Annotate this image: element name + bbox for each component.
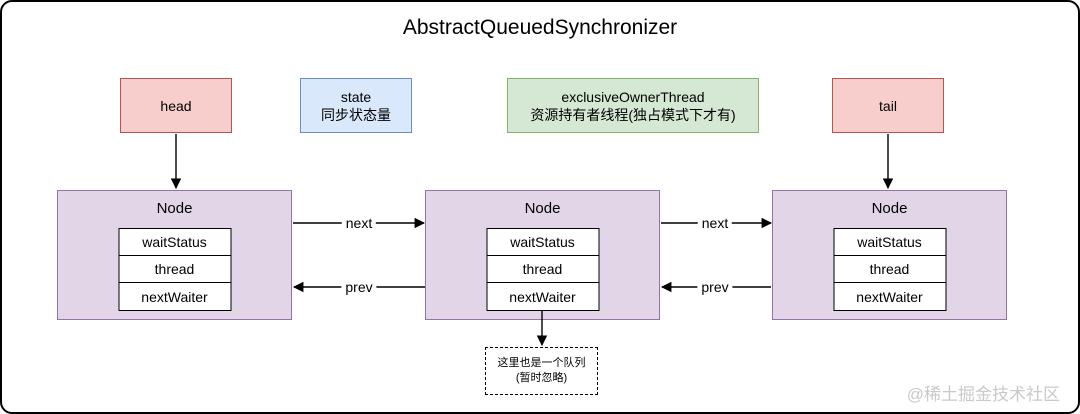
node-1-fields-table: waitStatus thread nextWaiter (118, 228, 231, 311)
node-3-title: Node (871, 200, 908, 217)
node-1-field-nextwaiter: nextWaiter (141, 288, 208, 305)
edge-label-prev-1: prev (341, 279, 377, 295)
node-1-field-thread: thread (119, 256, 230, 283)
edge-label-next-2: next (697, 215, 733, 231)
exclusive-owner-thread-label: exclusiveOwnerThread (561, 88, 705, 105)
node-3: Node waitStatus thread nextWaiter (772, 190, 1007, 320)
tail-pointer-box: tail (832, 78, 944, 133)
node-3-field-waitstatus: waitStatus (834, 229, 945, 256)
node-3-field-thread: thread (834, 256, 945, 283)
edge-label-prev-2: prev (697, 279, 733, 295)
watermark: @稀土掘金技术社区 (906, 385, 1060, 404)
note-box: 这里也是一个队列 (暂时忽略) (485, 347, 598, 395)
note-line-1: 这里也是一个队列 (497, 357, 586, 369)
node-2-field-nextwaiter: nextWaiter (509, 288, 576, 305)
node-1: Node waitStatus thread nextWaiter (57, 190, 292, 320)
node-3-field-nextwaiter: nextWaiter (856, 288, 923, 305)
node-2-field-waitstatus: waitStatus (487, 229, 598, 256)
exclusive-owner-thread-sublabel: 资源持有者线程(独占模式下才有) (530, 106, 736, 123)
node-2-title: Node (524, 200, 561, 217)
state-attribute-box: state 同步状态量 (300, 78, 412, 133)
node-1-field-waitstatus: waitStatus (119, 229, 230, 256)
state-attribute-label: state (340, 88, 372, 105)
exclusive-owner-thread-box: exclusiveOwnerThread 资源持有者线程(独占模式下才有) (507, 78, 759, 133)
node-2-field-thread: thread (487, 256, 598, 283)
state-attribute-sublabel: 同步状态量 (321, 106, 391, 123)
head-pointer-box: head (120, 78, 232, 133)
note-line-2: (暂时忽略) (515, 372, 568, 384)
node-3-fields-table: waitStatus thread nextWaiter (833, 228, 946, 311)
tail-pointer-label: tail (879, 97, 897, 114)
edge-label-next-1: next (341, 215, 377, 231)
diagram-title: AbstractQueuedSynchronizer (402, 16, 678, 39)
node-1-title: Node (156, 200, 193, 217)
node-2: Node waitStatus thread nextWaiter (425, 190, 660, 320)
head-pointer-label: head (160, 97, 192, 114)
node-2-fields-table: waitStatus thread nextWaiter (486, 228, 599, 311)
